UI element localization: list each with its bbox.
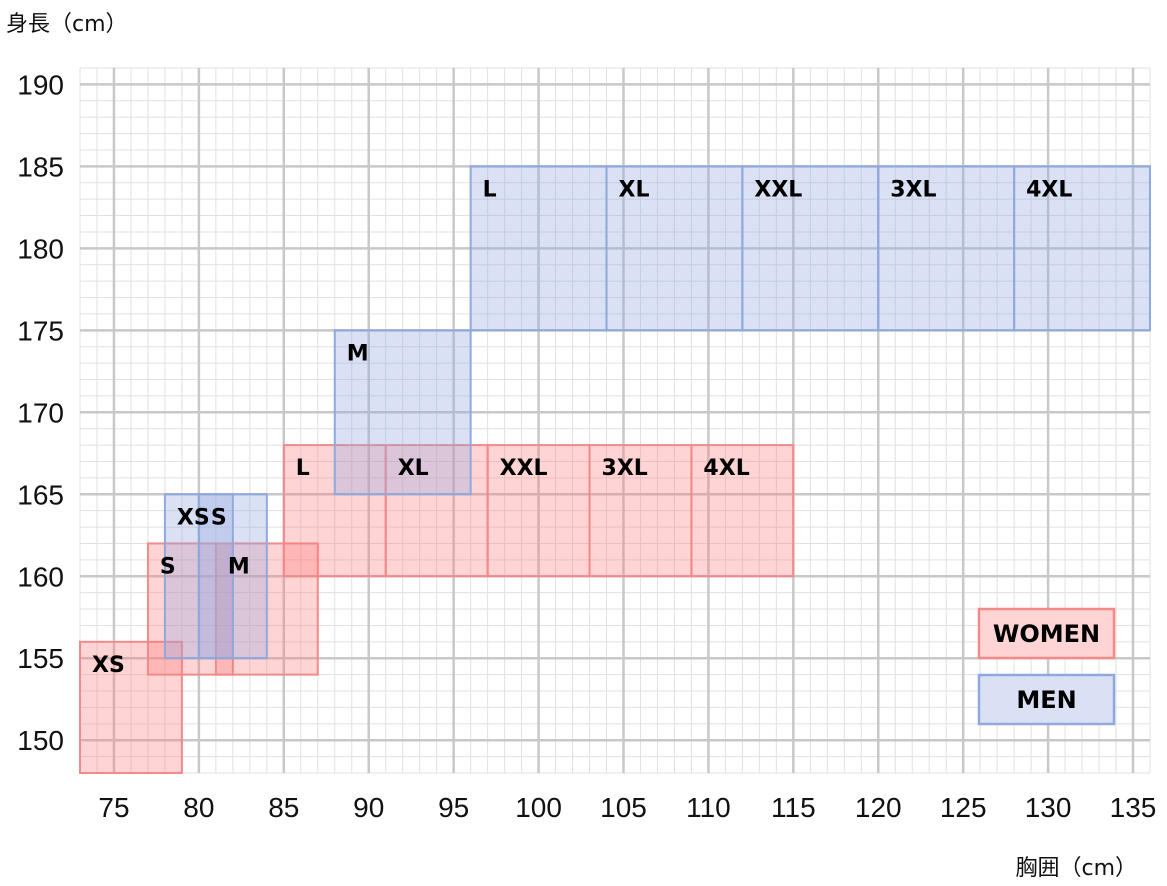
legend-label-men: MEN <box>1016 686 1076 714</box>
x-tick-label: 100 <box>515 792 562 823</box>
x-tick-label: 125 <box>940 792 987 823</box>
women-size-xxl-label: XXL <box>500 456 548 481</box>
y-tick-label: 165 <box>17 479 64 510</box>
men-size-3xl-rect <box>877 165 1016 332</box>
men-size-s-rect <box>197 493 268 660</box>
men-size-m-label: M <box>347 341 369 366</box>
women-size-xxl-rect <box>486 444 591 578</box>
x-tick-label: 120 <box>855 792 902 823</box>
women-size-l-label: L <box>296 456 310 481</box>
men-size-3xl-label: 3XL <box>890 177 936 202</box>
legend-swatch-women <box>977 607 1116 660</box>
legend-swatch-men <box>977 673 1116 726</box>
women-size-xs-label: XS <box>92 653 125 678</box>
x-tick-label: 130 <box>1025 792 1072 823</box>
y-tick-label: 175 <box>17 315 64 346</box>
men-size-l-label: L <box>483 177 497 202</box>
men-size-4xl-rect <box>1013 165 1152 332</box>
legend-swatch-bg <box>979 675 1114 724</box>
men-size-xl-label: XL <box>619 177 650 202</box>
x-tick-label: 85 <box>268 792 299 823</box>
x-tick-label: 115 <box>771 792 816 823</box>
y-tick-label: 180 <box>17 233 64 264</box>
women-size-s-label: S <box>160 554 176 579</box>
women-size-3xl-rect <box>588 444 693 578</box>
women-size-s-rect <box>146 542 234 676</box>
men-size-s-label: S <box>211 505 227 530</box>
men-size-m-rect <box>333 329 472 496</box>
men-size-xl-rect <box>605 165 744 332</box>
y-tick-label: 160 <box>17 561 64 592</box>
plot-area <box>80 68 1150 773</box>
axis-ticks: 75 80 85 90 95 100 105 110 115 120 125 130 135 150 155… <box>17 69 1156 823</box>
size-rectangles <box>79 165 1152 775</box>
legend-swatch-bg <box>979 609 1114 658</box>
x-tick-label: 105 <box>600 792 647 823</box>
x-tick-label: 75 <box>98 792 129 823</box>
men-size-4xl-label: 4XL <box>1026 177 1072 202</box>
women-size-xl-label: XL <box>398 456 429 481</box>
men-size-l-rect <box>469 165 608 332</box>
men-size-xs-label: XS <box>177 505 210 530</box>
y-tick-label: 150 <box>17 725 64 756</box>
x-tick-label: 95 <box>438 792 469 823</box>
women-size-3xl-label: 3XL <box>602 456 648 481</box>
x-tick-label: 135 <box>1110 792 1157 823</box>
y-tick-label: 185 <box>17 151 64 182</box>
men-size-xxl-label: XXL <box>754 177 802 202</box>
legend: WOMEN MEN <box>977 607 1116 726</box>
y-axis-title: 身長（cm） <box>6 12 128 37</box>
x-tick-label: 90 <box>353 792 384 823</box>
women-size-m-label: M <box>228 554 250 579</box>
women-size-4xl-rect <box>690 444 795 578</box>
women-size-xl-rect <box>384 444 489 578</box>
y-tick-label: 170 <box>17 397 64 428</box>
women-size-xs-rect <box>79 640 183 775</box>
y-tick-label: 190 <box>17 69 64 100</box>
x-tick-label: 80 <box>183 792 214 823</box>
minor-grid <box>79 67 1151 774</box>
y-tick-label: 155 <box>17 643 64 674</box>
x-axis-title: 胸囲（cm） <box>1015 856 1137 881</box>
women-size-4xl-label: 4XL <box>703 456 749 481</box>
legend-label-women: WOMEN <box>993 620 1100 648</box>
x-tick-label: 110 <box>686 792 731 823</box>
